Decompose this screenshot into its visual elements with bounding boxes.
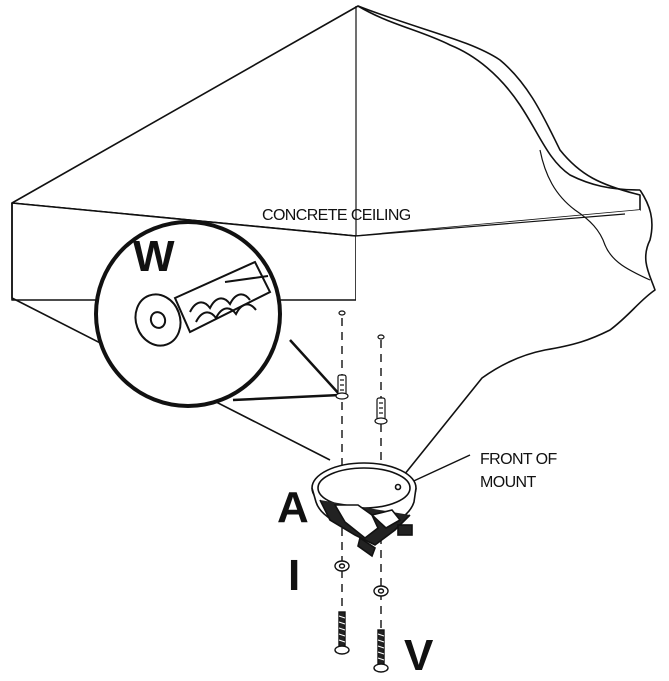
front-label-line2: MOUNT <box>480 474 536 491</box>
wall-anchor-icon <box>134 260 272 347</box>
front-label-line1: FRONT OF <box>480 451 558 468</box>
wall-anchor-icon <box>374 397 388 425</box>
screw-icon <box>334 611 350 655</box>
callout-label-v: V <box>404 631 434 680</box>
wall-anchor-icon <box>335 374 349 400</box>
pilot-holes <box>338 310 385 340</box>
ceiling-label: CONCRETE CEILING <box>262 207 411 224</box>
washers <box>334 560 389 597</box>
front-of-mount-annotation: FRONT OF MOUNT <box>404 451 558 491</box>
washer-icon <box>373 585 389 597</box>
ceiling-mount-icon <box>311 462 417 558</box>
ceiling-anchors <box>335 374 388 425</box>
screws <box>334 611 389 673</box>
concrete-ceiling-slab <box>11 5 656 481</box>
anchor-callout-bubble: W <box>94 220 341 408</box>
washer-icon <box>334 560 350 572</box>
callout-label-w: W <box>133 232 175 281</box>
alignment-guides <box>341 318 382 665</box>
callout-label-i: I <box>288 551 300 600</box>
callout-label-a: A <box>277 483 309 532</box>
screw-icon <box>373 629 389 673</box>
